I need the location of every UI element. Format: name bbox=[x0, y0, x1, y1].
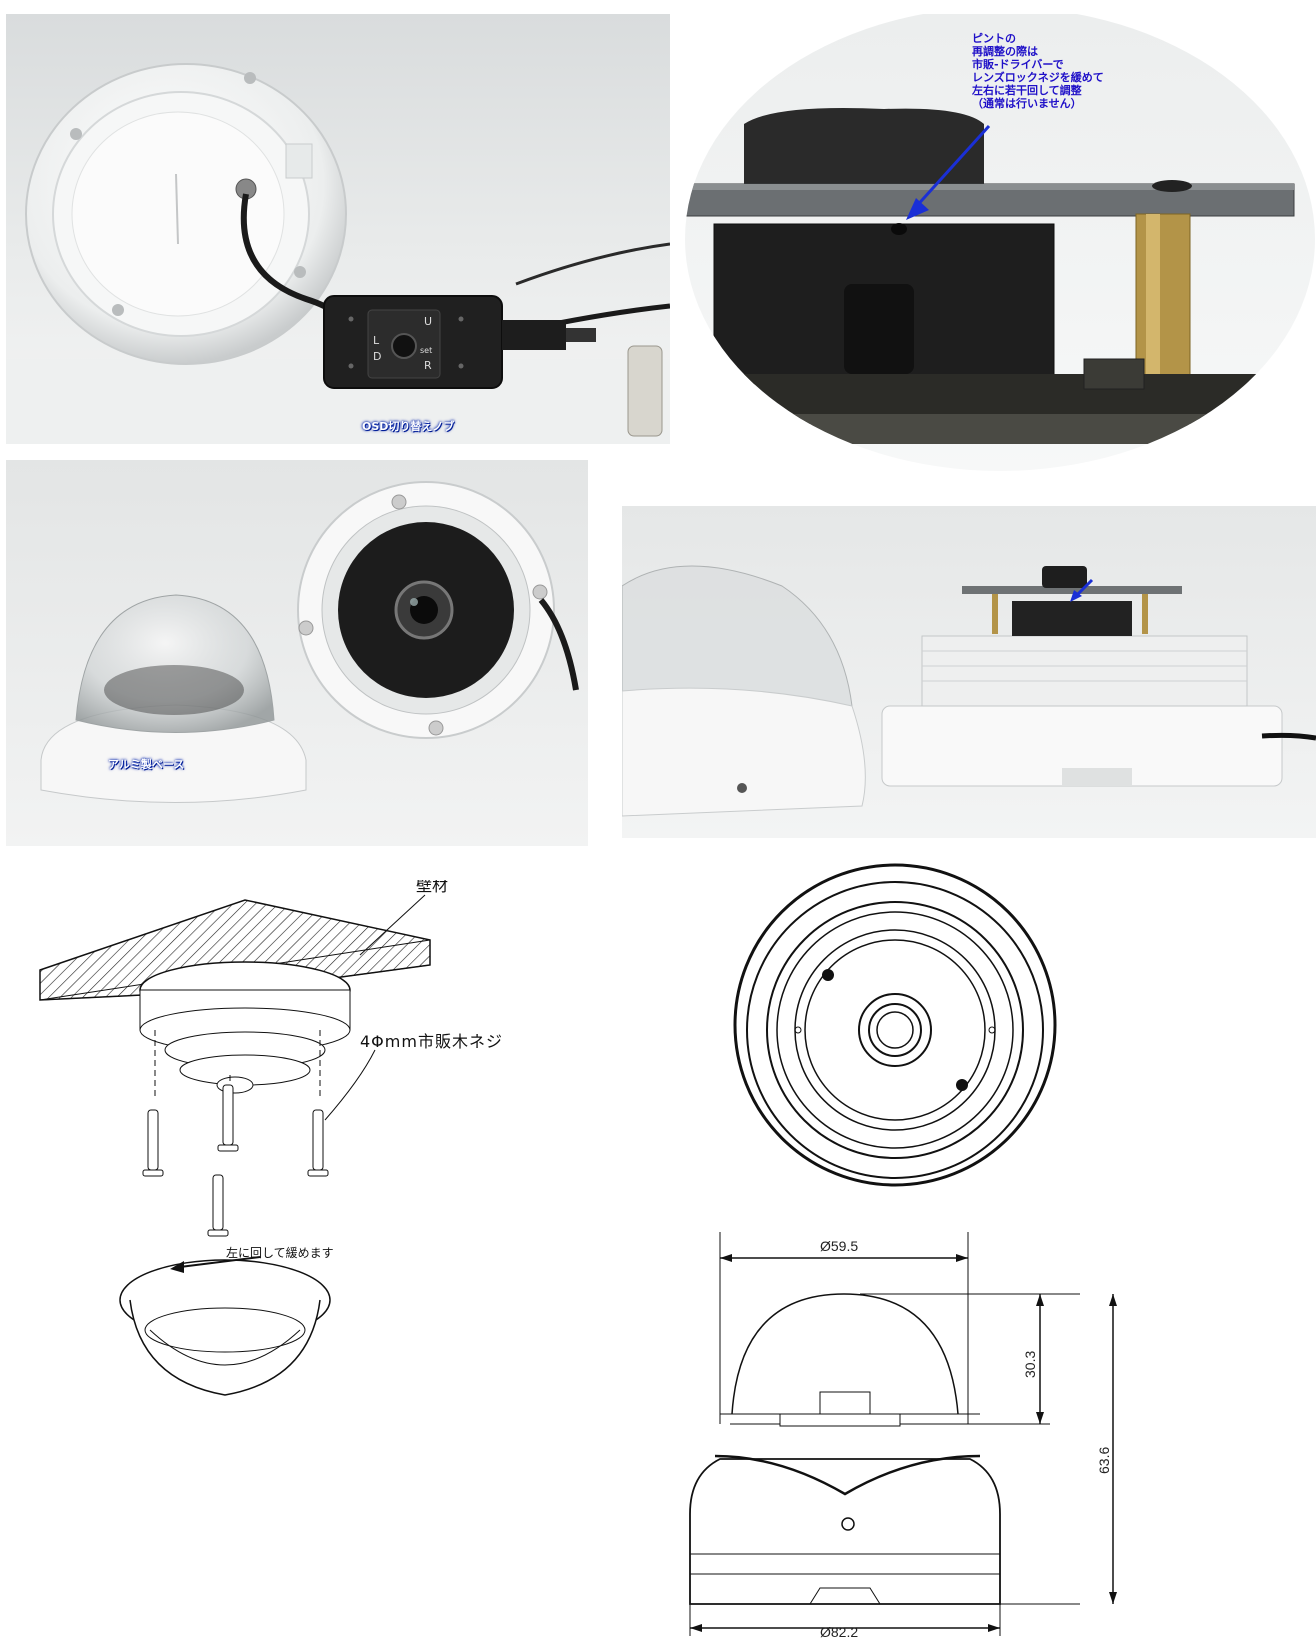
dome-and-base-image bbox=[6, 460, 588, 846]
knob-letter-u: U bbox=[424, 315, 433, 328]
dimension-diagram: Ø59.5 Ø82.2 30.3 63.6 bbox=[660, 1224, 1140, 1642]
wall-material-label: 壁材 bbox=[416, 880, 449, 895]
camera-back-osd-image bbox=[6, 14, 670, 444]
base-diameter-label: Ø82.2 bbox=[820, 1624, 859, 1640]
photo-aluminum-base: アルミ製ベース bbox=[6, 460, 588, 846]
screw-label: 4Φmm市販木ネジ bbox=[360, 1032, 503, 1051]
photo-side-view bbox=[622, 506, 1316, 838]
side-view-image bbox=[622, 506, 1316, 838]
rotate-label: 左に回して緩めます bbox=[226, 1246, 334, 1260]
focus-adjust-note: ピントの 再調整の際は 市販-ドライバーで レンズロックネジを緩めて 左右に若干… bbox=[972, 32, 1104, 110]
note-line-6: （通常は行いません） bbox=[972, 97, 1082, 110]
osd-knob-label: OSD切り替えノブ bbox=[362, 420, 455, 433]
note-line-4: レンズロックネジを緩めて bbox=[972, 71, 1104, 84]
total-height-label: 63.6 bbox=[1096, 1446, 1112, 1474]
note-line-5: 左右に若干回して調整 bbox=[972, 84, 1082, 97]
knob-letter-d: D bbox=[373, 350, 382, 363]
knob-letter-l: L bbox=[373, 334, 380, 347]
top-view-diagram bbox=[730, 860, 1060, 1190]
knob-letter-r: R bbox=[424, 359, 432, 372]
photo-osd-knob: U L D R set OSD切り替えノブ bbox=[6, 14, 670, 444]
note-line-2: 再調整の際は bbox=[972, 45, 1038, 58]
knob-letter-set: set bbox=[420, 346, 433, 355]
aluminum-base-label: アルミ製ベース bbox=[108, 758, 185, 771]
lens-closeup-image bbox=[684, 14, 1316, 472]
mounting-drawing bbox=[39, 894, 431, 1396]
top-view-drawing bbox=[733, 863, 1057, 1187]
dome-diameter-label: Ø59.5 bbox=[820, 1238, 859, 1254]
dome-height-label: 30.3 bbox=[1022, 1350, 1038, 1378]
mounting-diagram: 壁材 4Φmm市販木ネジ 左に回して緩めます bbox=[30, 880, 590, 1400]
note-line-3: 市販-ドライバーで bbox=[972, 58, 1064, 71]
dimension-drawing bbox=[689, 1232, 1117, 1636]
note-line-1: ピントの bbox=[972, 32, 1016, 45]
photo-focus-adjust: ピントの 再調整の際は 市販-ドライバーで レンズロックネジを緩めて 左右に若干… bbox=[684, 14, 1316, 472]
